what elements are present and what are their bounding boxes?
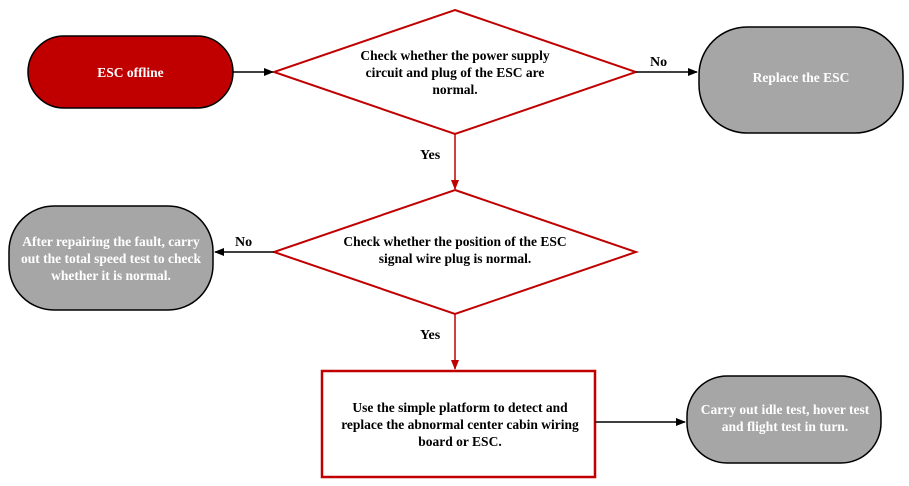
- signal-no-label: No: [235, 235, 253, 250]
- replace-esc-node: [698, 26, 904, 134]
- power-no-label: No: [650, 55, 668, 70]
- power-yes-label: Yes: [420, 148, 441, 163]
- simple-platform-label: Use the simple platform to detect and re…: [341, 399, 579, 449]
- repair-and-test-node: [8, 205, 214, 311]
- final-tests-node: [686, 375, 882, 464]
- esc-offline-label: ESC offline: [97, 64, 164, 80]
- check-power-label: Check whether the power supply circuit a…: [360, 47, 550, 97]
- check-signal-wire-label: Check whether the position of the ESC si…: [343, 234, 567, 266]
- simple-platform-process: [320, 369, 597, 479]
- repair-and-test-label: After repairing the fault, carry out the…: [21, 233, 201, 283]
- final-tests-label: Carry out idle test, hover test and flig…: [700, 402, 870, 434]
- signal-yes-label: Yes: [420, 328, 441, 343]
- replace-esc-label: Replace the ESC: [752, 69, 850, 85]
